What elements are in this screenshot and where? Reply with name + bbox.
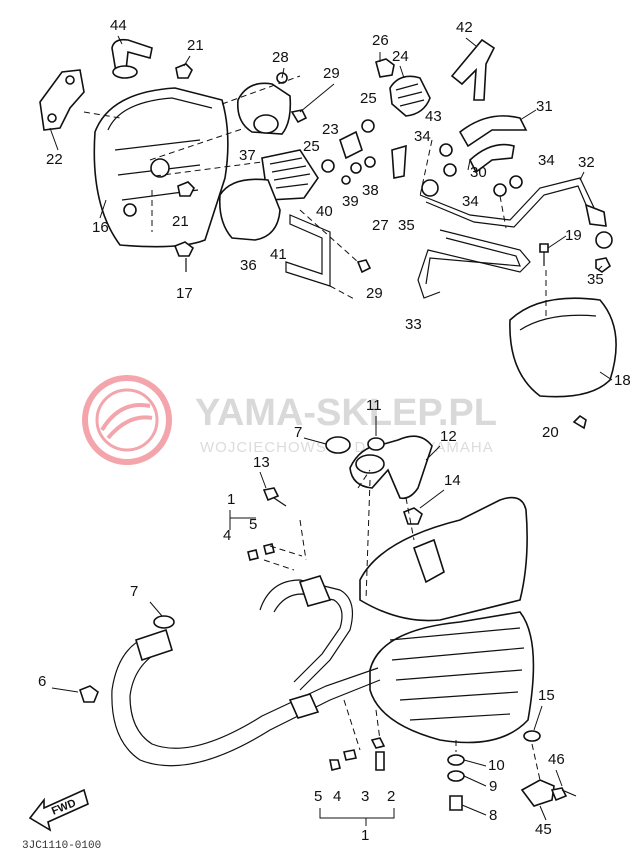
part-label-32: 32 bbox=[578, 154, 595, 171]
hoses bbox=[458, 115, 528, 174]
part-label-7: 7 bbox=[294, 424, 302, 441]
part-label-23: 23 bbox=[322, 121, 339, 138]
part-label-37: 37 bbox=[239, 147, 256, 164]
part-label-42: 42 bbox=[456, 19, 473, 36]
part-label-21b: 21 bbox=[172, 213, 189, 230]
nut bbox=[79, 685, 99, 703]
washers bbox=[447, 730, 541, 811]
part-label-38: 38 bbox=[362, 182, 379, 199]
watermark: YAMA-SKLEP.PL WOJCIECHOWSCY DEALER YAMAH… bbox=[82, 375, 497, 465]
muffler bbox=[359, 496, 535, 744]
part-label-44: 44 bbox=[110, 17, 127, 34]
part-label-45: 45 bbox=[535, 821, 552, 838]
bolts-upper bbox=[173, 63, 195, 272]
reference-lines-lower bbox=[263, 469, 541, 781]
air-box bbox=[93, 87, 229, 248]
part-label-46: 46 bbox=[548, 751, 565, 768]
part-label-16: 16 bbox=[92, 219, 109, 236]
part-label-20: 20 bbox=[542, 424, 559, 441]
part-label-15: 15 bbox=[538, 687, 555, 704]
part-label-11: 11 bbox=[366, 397, 382, 414]
bracket-lower bbox=[520, 779, 577, 807]
part-label-7b: 7 bbox=[130, 583, 138, 600]
part-label-35: 35 bbox=[398, 217, 415, 234]
part-label-34: 34 bbox=[414, 128, 431, 145]
part-label-25: 25 bbox=[360, 90, 377, 107]
watermark-title: YAMA-SKLEP.PL bbox=[195, 392, 497, 434]
leader-lines bbox=[49, 35, 613, 826]
bolts-lower bbox=[247, 543, 386, 771]
part-label-34b: 34 bbox=[538, 152, 555, 169]
part-label-5b: 5 bbox=[314, 788, 322, 805]
part-label-26: 26 bbox=[372, 32, 389, 49]
part-label-1: 1 bbox=[227, 491, 235, 508]
part-label-3: 3 bbox=[361, 788, 369, 805]
part-label-19: 19 bbox=[565, 227, 582, 244]
bracket-u bbox=[285, 214, 331, 287]
part-label-8: 8 bbox=[489, 807, 497, 824]
part-label-14: 14 bbox=[444, 472, 461, 489]
part-label-40: 40 bbox=[316, 203, 333, 220]
part-label-13: 13 bbox=[253, 454, 270, 471]
screw bbox=[356, 259, 372, 274]
filter-case-cover bbox=[218, 178, 281, 241]
part-label-6: 6 bbox=[38, 673, 46, 690]
hose-long bbox=[450, 38, 496, 101]
part-label-35b: 35 bbox=[587, 271, 604, 288]
part-label-31: 31 bbox=[536, 98, 553, 115]
small-fittings bbox=[321, 119, 376, 185]
part-label-18: 18 bbox=[614, 372, 631, 389]
part-label-17: 17 bbox=[176, 285, 193, 302]
part-label-12: 12 bbox=[440, 428, 457, 445]
part-label-1b: 1 bbox=[361, 827, 369, 844]
part-label-5: 5 bbox=[249, 516, 257, 533]
carburetor-joint bbox=[236, 72, 292, 135]
exhaust-elbow bbox=[349, 435, 433, 500]
part-label-41: 41 bbox=[270, 246, 287, 263]
part-label-2: 2 bbox=[387, 788, 395, 805]
screw bbox=[290, 109, 308, 124]
bolt bbox=[262, 487, 287, 507]
part-labels: 44 21 28 29 26 24 42 25 43 31 23 34 25 3… bbox=[38, 17, 631, 844]
pipe-assembly bbox=[417, 177, 613, 299]
fwd-direction-marker: FWD bbox=[28, 788, 89, 832]
part-label-39: 39 bbox=[342, 193, 359, 210]
side-cover bbox=[509, 297, 617, 398]
part-label-36: 36 bbox=[240, 257, 257, 274]
part-label-43: 43 bbox=[425, 108, 442, 125]
part-label-30: 30 bbox=[470, 164, 487, 181]
hose bbox=[111, 38, 153, 79]
part-label-29: 29 bbox=[323, 65, 340, 82]
part-label-10: 10 bbox=[488, 757, 505, 774]
part-label-22: 22 bbox=[46, 151, 63, 168]
gaskets bbox=[153, 436, 385, 629]
part-label-27: 27 bbox=[372, 217, 389, 234]
watermark-logo bbox=[82, 375, 172, 465]
bracket bbox=[39, 69, 85, 131]
part-label-25b: 25 bbox=[303, 138, 320, 155]
part-label-21: 21 bbox=[187, 37, 204, 54]
clamps bbox=[439, 143, 523, 197]
part-label-9: 9 bbox=[489, 778, 497, 795]
part-label-28: 28 bbox=[272, 49, 289, 66]
reference-lines-upper bbox=[83, 75, 547, 316]
part-label-29b: 29 bbox=[366, 285, 383, 302]
exhaust-pipes bbox=[111, 575, 381, 767]
part-label-24: 24 bbox=[392, 48, 409, 65]
breather-fittings bbox=[375, 58, 431, 179]
part-label-33: 33 bbox=[405, 316, 422, 333]
part-label-34c: 34 bbox=[462, 193, 479, 210]
part-label-4b: 4 bbox=[333, 788, 341, 805]
drawing-code: 3JC1110-0100 bbox=[22, 840, 101, 849]
nut bbox=[403, 507, 423, 525]
part-label-4: 4 bbox=[223, 527, 231, 544]
